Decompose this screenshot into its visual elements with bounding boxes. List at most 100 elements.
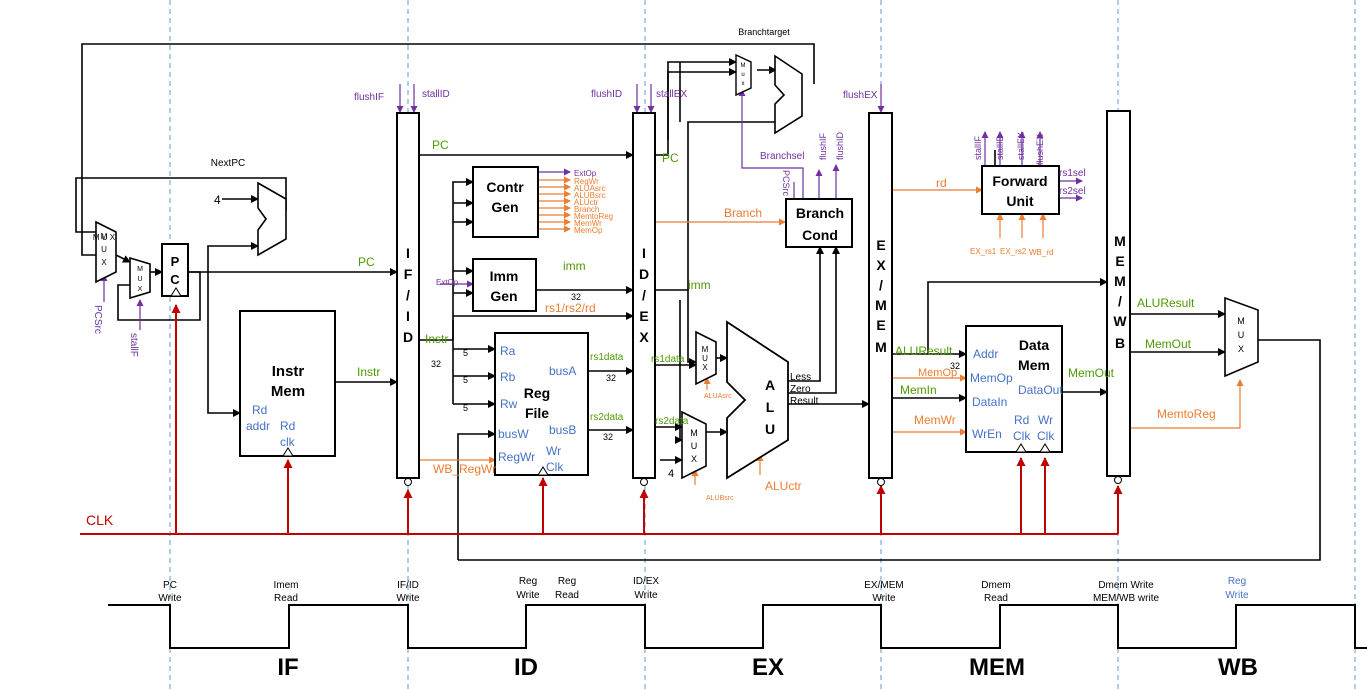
reg-rb: Rb bbox=[500, 370, 516, 384]
svg-text:B: B bbox=[1115, 335, 1125, 351]
stage-names: IF ID EX MEM WB bbox=[277, 654, 1258, 681]
svg-text:I: I bbox=[406, 308, 410, 324]
reg-busb: busB bbox=[549, 423, 576, 437]
pcsrc-mux: M U X bbox=[93, 220, 117, 284]
ctrl-memwr: MemWr bbox=[574, 219, 602, 228]
svg-text:X: X bbox=[639, 329, 649, 345]
reg-regwr: RegWr bbox=[498, 450, 535, 464]
timing-regw2: Write bbox=[516, 590, 540, 601]
aluctr-label: ALUctr bbox=[765, 479, 802, 493]
wire-labels: NextPC 4 Branchtarget PCSrc stallF flush… bbox=[86, 27, 1216, 528]
instr-mem-rd1: Rd bbox=[252, 403, 267, 417]
alu-u: U bbox=[765, 421, 775, 437]
instruction-memory bbox=[239, 310, 336, 457]
alu-result: Result bbox=[790, 396, 819, 407]
ex-rs2-label: EX_rs2 bbox=[1000, 247, 1027, 256]
memin-label: MemIn bbox=[900, 383, 937, 397]
timing-idex1: ID/EX bbox=[633, 576, 659, 587]
bits32-b: 32 bbox=[571, 292, 581, 302]
rs2data-ex-label: rs2data bbox=[655, 416, 689, 427]
aluresult-wb-label: ALUResult bbox=[1137, 296, 1195, 310]
flushif-vertical-label: flushIF bbox=[818, 132, 828, 160]
svg-text:I: I bbox=[642, 245, 646, 261]
ctrl-aluasrc: ALUAsrc bbox=[574, 184, 606, 193]
bits5-b: 5 bbox=[463, 375, 468, 385]
svg-text:X: X bbox=[876, 257, 886, 273]
svg-text:M: M bbox=[690, 428, 698, 438]
instr-mem-addr: addr bbox=[246, 419, 270, 433]
timing-exmem2: Write bbox=[872, 593, 896, 604]
dm-clk1: Clk bbox=[1013, 429, 1031, 443]
clock-inputs bbox=[170, 287, 1122, 486]
imm-gen-title2: Gen bbox=[490, 288, 517, 304]
contr-gen-title1: Contr bbox=[486, 179, 524, 195]
control-generator bbox=[472, 166, 539, 238]
instr-mem-rd2: Rd bbox=[280, 419, 295, 433]
svg-text:x: x bbox=[742, 81, 745, 87]
clock-network bbox=[80, 304, 1123, 535]
alu-l: L bbox=[766, 399, 775, 415]
rs-label: rs1/rs2/rd bbox=[545, 301, 596, 315]
svg-text:u: u bbox=[741, 72, 744, 78]
pc-ex-label: PC bbox=[662, 151, 679, 165]
svg-text:U: U bbox=[1238, 330, 1245, 340]
timing-ifid1: IF/ID bbox=[397, 580, 419, 591]
timing-dmem2: Read bbox=[984, 593, 1008, 604]
bits32-e: 32 bbox=[950, 361, 960, 371]
alu-less: Less bbox=[790, 372, 811, 383]
svg-text:/: / bbox=[642, 287, 646, 303]
bits32-c: 32 bbox=[606, 373, 616, 383]
timing-dmemw2: MEM/WB write bbox=[1093, 593, 1160, 604]
pc-id-label: PC bbox=[432, 138, 449, 152]
reg-busa: busA bbox=[549, 364, 576, 378]
timing-ifid2: Write bbox=[396, 593, 420, 604]
alu bbox=[726, 320, 789, 480]
fwd-stallid-label: stallID bbox=[995, 134, 1005, 160]
reg-wr: Wr bbox=[546, 444, 561, 458]
reg-ra: Ra bbox=[500, 344, 516, 358]
stallif-bottom-label: stallF bbox=[128, 333, 139, 357]
fwd-stallex-label: stallEX bbox=[1016, 132, 1026, 160]
four-alu-label: 4 bbox=[668, 468, 674, 480]
svg-text:U: U bbox=[137, 276, 142, 283]
stage-mem: MEM bbox=[969, 654, 1025, 681]
svg-text:M: M bbox=[137, 266, 143, 273]
svg-text:/: / bbox=[406, 287, 410, 303]
rd-label: rd bbox=[936, 176, 947, 190]
dm-dataout: DataOut bbox=[1018, 383, 1063, 397]
svg-text:U: U bbox=[702, 354, 708, 363]
memop-label: MemOp bbox=[918, 367, 957, 379]
alubsrc-label: ALUBsrc bbox=[706, 495, 734, 502]
bits32-a: 32 bbox=[431, 359, 441, 369]
extop-label: ExtOp bbox=[436, 278, 459, 287]
memout-mem-label: MemOut bbox=[1068, 366, 1115, 380]
forward-unit bbox=[981, 165, 1060, 215]
ctrl-alubsrc: ALUBsrc bbox=[574, 191, 606, 200]
svg-text:M: M bbox=[1237, 316, 1245, 326]
timing-pc2: Write bbox=[158, 593, 182, 604]
pc-adder bbox=[257, 181, 287, 257]
nextpc-label: NextPC bbox=[211, 158, 245, 169]
timing-regr2: Read bbox=[555, 590, 579, 601]
svg-text:E: E bbox=[639, 308, 648, 324]
stall-flush-wires bbox=[100, 84, 1083, 330]
mux1-m: M bbox=[101, 232, 108, 241]
fwd-flushex-label: flushEX bbox=[1035, 134, 1045, 165]
rs1data-label: rs1data bbox=[590, 352, 624, 363]
mux1-u: U bbox=[101, 245, 107, 254]
ex-rs1-label: EX_rs1 bbox=[970, 247, 997, 256]
dm-wr: Wr bbox=[1038, 413, 1053, 427]
data-memory bbox=[965, 325, 1063, 453]
data-mem-title2: Mem bbox=[1018, 357, 1050, 373]
svg-text:E: E bbox=[1115, 253, 1124, 269]
aluasrc-label: ALUAsrc bbox=[704, 393, 732, 400]
rs2sel-label: rs2sel bbox=[1059, 186, 1086, 197]
branch-cond-title1: Branch bbox=[796, 205, 844, 221]
rs1data-ex-label: rs1data bbox=[651, 354, 685, 365]
four-top-label: 4 bbox=[214, 193, 221, 207]
branch-condition-unit bbox=[785, 198, 853, 248]
dm-wren: WrEn bbox=[972, 427, 1002, 441]
pc-register bbox=[161, 243, 189, 297]
svg-text:E: E bbox=[876, 237, 885, 253]
